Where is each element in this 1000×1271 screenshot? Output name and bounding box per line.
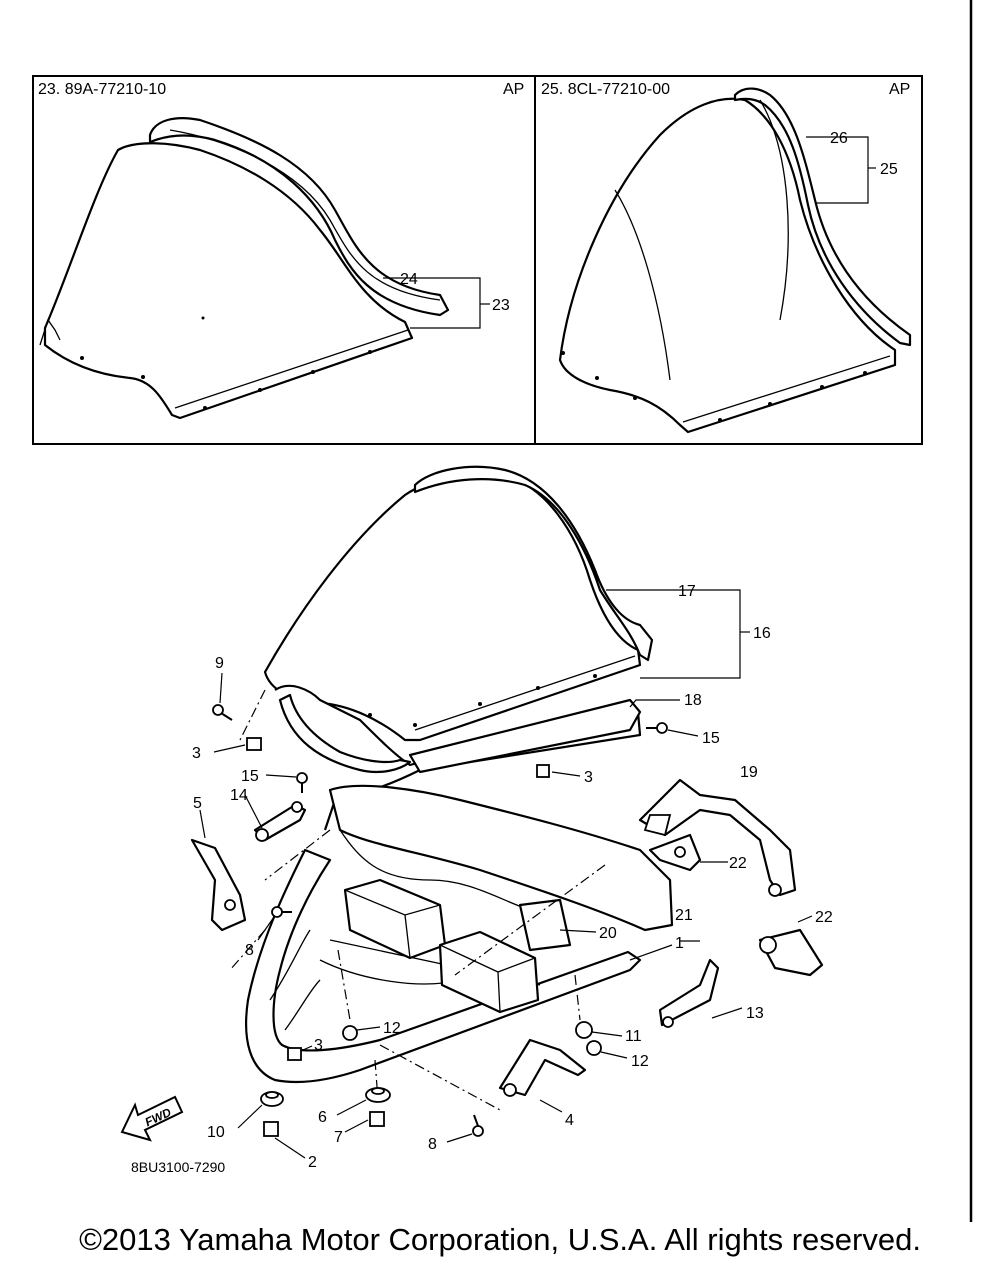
windscreen-part-25 xyxy=(558,97,897,434)
callout-22: 22 xyxy=(815,909,833,926)
bracket-part-13 xyxy=(658,958,720,1027)
callout-20: 20 xyxy=(599,925,617,942)
damper-6 xyxy=(365,1087,391,1103)
fwd-arrow-icon: FWD xyxy=(120,1095,184,1142)
grommet-12-right xyxy=(586,1040,602,1056)
inset-region-code: AP xyxy=(889,81,910,98)
bolt-15-right xyxy=(646,722,668,734)
callout-22: 22 xyxy=(729,855,747,872)
callout-9: 9 xyxy=(215,655,224,672)
bracket-part-19 xyxy=(638,778,797,897)
callout-23: 23 xyxy=(492,297,510,314)
callout-24: 24 xyxy=(400,271,418,288)
stay-part-18 xyxy=(408,698,642,774)
inset-region-code: AP xyxy=(503,81,524,98)
callout-8: 8 xyxy=(428,1136,437,1153)
inset-panel-23: 23. 89A-77210-10 AP 24 23 xyxy=(32,75,536,445)
copyright-notice: ©2013 Yamaha Motor Corporation, U.S.A. A… xyxy=(79,1222,921,1257)
callout-14: 14 xyxy=(230,787,248,804)
callout-3: 3 xyxy=(584,769,593,786)
callout-13: 13 xyxy=(746,1005,764,1022)
ecu-unit-secondary xyxy=(438,930,540,1014)
bolt-8-left xyxy=(271,906,292,918)
fwd-label: FWD xyxy=(143,1105,174,1129)
callout-6: 6 xyxy=(318,1109,327,1126)
nut-3-upper xyxy=(246,737,262,751)
callout-4: 4 xyxy=(565,1112,574,1129)
callout-18: 18 xyxy=(684,692,702,709)
callout-12: 12 xyxy=(631,1053,649,1070)
bolt-8-lower xyxy=(472,1114,484,1137)
callout-21: 21 xyxy=(675,907,693,924)
diagram-code: 8BU3100-7290 xyxy=(131,1159,225,1175)
callout-2: 2 xyxy=(308,1154,317,1171)
windscreen-part-23 xyxy=(43,142,414,420)
nut-3-middle xyxy=(536,764,550,778)
callout-19: 19 xyxy=(740,764,758,781)
callout-8: 8 xyxy=(245,942,254,959)
callout-7: 7 xyxy=(334,1129,343,1146)
bracket-part-4 xyxy=(498,1038,587,1097)
trim-part-17 xyxy=(413,465,654,662)
grommet-11 xyxy=(575,1021,593,1039)
nut-2 xyxy=(263,1121,279,1137)
grommet-12-left xyxy=(342,1025,358,1041)
bolt-15-upper xyxy=(296,772,308,793)
callout-15: 15 xyxy=(702,730,720,747)
callout-17: 17 xyxy=(678,583,696,600)
cover-part-20 xyxy=(518,898,572,952)
air-duct-part-21 xyxy=(328,784,674,932)
trim-part-26 xyxy=(733,87,912,347)
inset-part-number: 23. 89A-77210-10 xyxy=(38,81,166,98)
callout-12: 12 xyxy=(383,1020,401,1037)
callout-5: 5 xyxy=(193,795,202,812)
callout-25: 25 xyxy=(880,161,898,178)
callout-3: 3 xyxy=(314,1037,323,1054)
callout-26: 26 xyxy=(830,130,848,147)
collar-7 xyxy=(369,1111,385,1127)
bracket-part-5 xyxy=(190,838,247,932)
damper-10 xyxy=(260,1091,284,1107)
callout-10: 10 xyxy=(207,1124,225,1141)
nut-3-lower xyxy=(287,1047,302,1061)
callout-1: 1 xyxy=(675,935,684,952)
inset-panel-25: 25. 8CL-77210-00 AP 26 25 xyxy=(534,75,923,445)
windscreen-part-16 xyxy=(263,473,642,742)
callout-16: 16 xyxy=(753,625,771,642)
trim-part-24 xyxy=(148,117,450,317)
bolt-9 xyxy=(212,704,233,721)
inset-part-number: 25. 8CL-77210-00 xyxy=(541,81,670,98)
callout-11: 11 xyxy=(625,1028,642,1045)
callout-15: 15 xyxy=(241,768,259,785)
under-cowl-part-1 xyxy=(245,848,642,1084)
callout-3: 3 xyxy=(192,745,201,762)
